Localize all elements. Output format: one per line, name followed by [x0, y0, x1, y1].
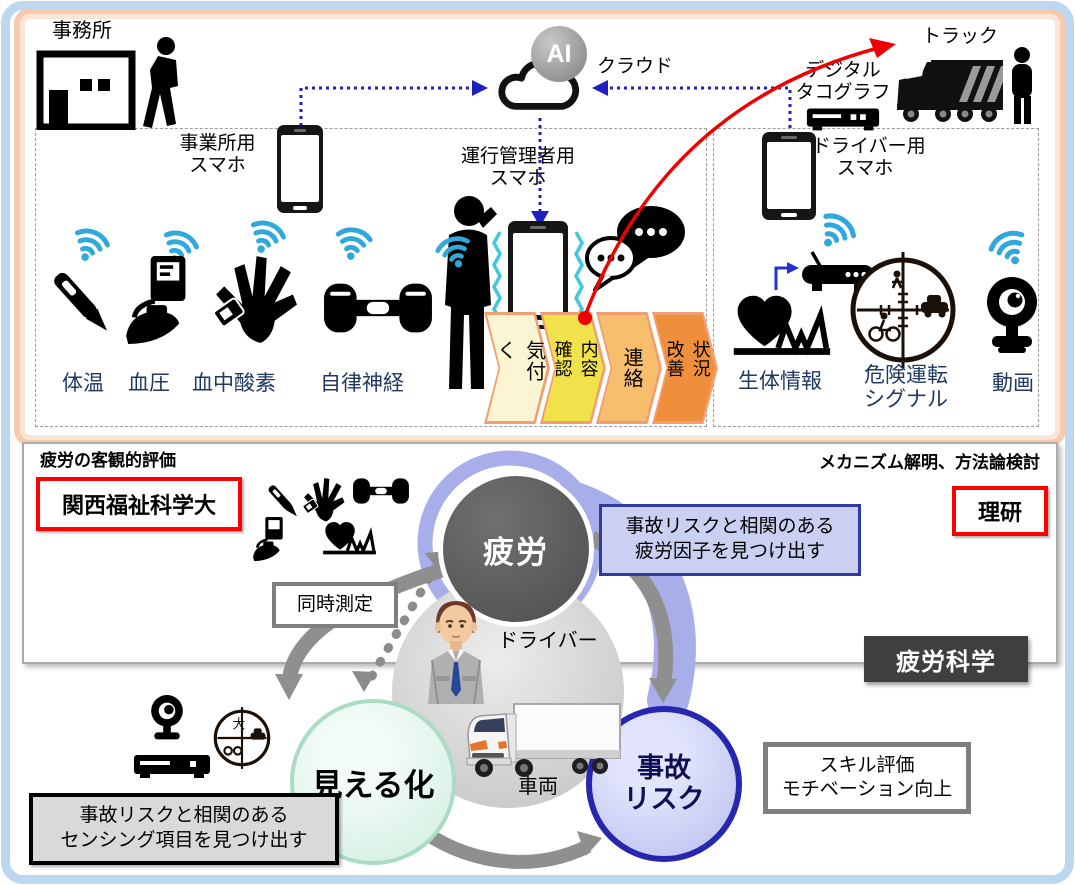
vibration-right-icon	[574, 230, 584, 322]
autonomic-grip-icon	[322, 262, 434, 354]
truck-label: トラック	[922, 26, 999, 47]
mini-heart-ecg-icon	[320, 516, 378, 560]
chevron-contact: 連絡	[596, 312, 662, 424]
video-label: 動画	[992, 372, 1034, 395]
tachograph-icon	[805, 106, 881, 132]
risk-top-arrowhead	[649, 678, 677, 703]
fatigue-circle: 疲労	[438, 471, 594, 627]
manager-phone-label: 運行管理者用 スマホ	[460, 146, 575, 189]
manager-person-icon	[425, 193, 505, 393]
sensor-label-bp: 血圧	[128, 372, 170, 395]
objective-eval-heading: 疲労の客観的評価	[40, 451, 176, 470]
driver-smartphone-icon	[762, 132, 816, 220]
svg-text:大: 大	[232, 716, 245, 731]
danger-crosshair-icon	[843, 250, 963, 370]
blood-pressure-icon	[120, 250, 212, 350]
kansai-univ-box: 関西福祉科学大	[36, 477, 242, 531]
wifi-icon	[971, 207, 1043, 279]
response-flow: 気付く 内容確認 連絡 状況改善	[484, 312, 720, 424]
simultaneous-box: 同時測定	[272, 582, 398, 628]
mini-tachograph-icon	[132, 752, 212, 780]
heart-ecg-icon	[728, 284, 834, 366]
visualization-to-risk-arrow	[420, 826, 592, 869]
chat-bubbles-icon	[583, 200, 688, 295]
thermometer-icon	[42, 258, 124, 350]
webcam-icon	[982, 274, 1042, 362]
cloud-left-arrowhead	[472, 80, 488, 96]
mini-thermometer-icon	[262, 478, 306, 526]
wifi-icon	[421, 215, 484, 278]
fatigue-factor-box: 事故リスクと相関のある 疲労因子を見つけ出す	[599, 504, 861, 576]
wifi-icon	[234, 198, 302, 266]
wifi-icon	[58, 206, 126, 274]
manager-smartphone-icon	[508, 221, 568, 329]
cloud-label: クラウド	[597, 56, 674, 77]
standing-person-icon	[1006, 46, 1038, 126]
fatigue-science-box: 疲労科学	[864, 636, 1028, 682]
chevron-notice: 気付く	[484, 312, 550, 424]
vibration-left-icon	[492, 230, 502, 322]
mini-bp-icon	[250, 514, 296, 564]
driver-illustration	[408, 598, 504, 704]
risk-bottom-arrowhead	[577, 831, 602, 856]
tachograph-label: デジタル タコグラフ	[795, 60, 891, 103]
sensor-label-spo2: 血中酸素	[192, 372, 276, 395]
pulse-oximeter-hand-icon	[204, 248, 300, 348]
truck-silhouette-icon	[893, 52, 1011, 127]
manager-phone-arrowhead	[531, 211, 549, 227]
driver-phone-label: ドライバー用 スマホ	[812, 136, 926, 179]
danger-label: 危険運転 シグナル	[864, 364, 948, 412]
office-to-cloud-dotted-line	[299, 86, 476, 126]
office-phone-label: 事業所用 スマホ	[179, 133, 256, 176]
sensor-label-temp: 体温	[62, 372, 104, 395]
ai-badge: AI	[531, 26, 587, 82]
riken-box: 理研	[952, 486, 1048, 536]
office-smartphone-icon	[277, 125, 323, 213]
tachograph-to-cloud-dotted-line	[604, 86, 792, 135]
wifi-icon	[324, 208, 384, 268]
dotted-arrowhead-to-visualization	[352, 671, 376, 692]
office-building-icon	[36, 50, 136, 130]
visualization-arrowhead	[275, 674, 303, 700]
chevron-confirm: 内容確認	[540, 312, 606, 424]
mini-webcam-icon	[148, 693, 186, 749]
office-label: 事務所	[52, 20, 112, 42]
mini-crosshair-icon: 大	[210, 706, 274, 770]
bio-label: 生体情報	[738, 370, 822, 393]
mini-grip-icon	[352, 474, 410, 508]
mini-oximeter-icon	[298, 474, 346, 524]
sensor-label-autonomic: 自律神経	[320, 372, 404, 395]
mechanism-heading: メカニズム解明、方法論検討	[819, 453, 1040, 472]
skill-motivation-box: スキル評価 モチベーション向上	[763, 742, 971, 814]
sensing-items-box: 事故リスクと相関のある センシング項目を見つけ出す	[29, 793, 339, 865]
cloud-right-arrowhead	[592, 80, 608, 96]
walking-person-icon	[132, 36, 190, 132]
simultaneous-dotted-link	[367, 561, 441, 681]
vehicle-label: 車両	[518, 776, 558, 798]
vehicle-illustration	[462, 700, 627, 782]
driver-label: ドライバー	[498, 630, 598, 652]
